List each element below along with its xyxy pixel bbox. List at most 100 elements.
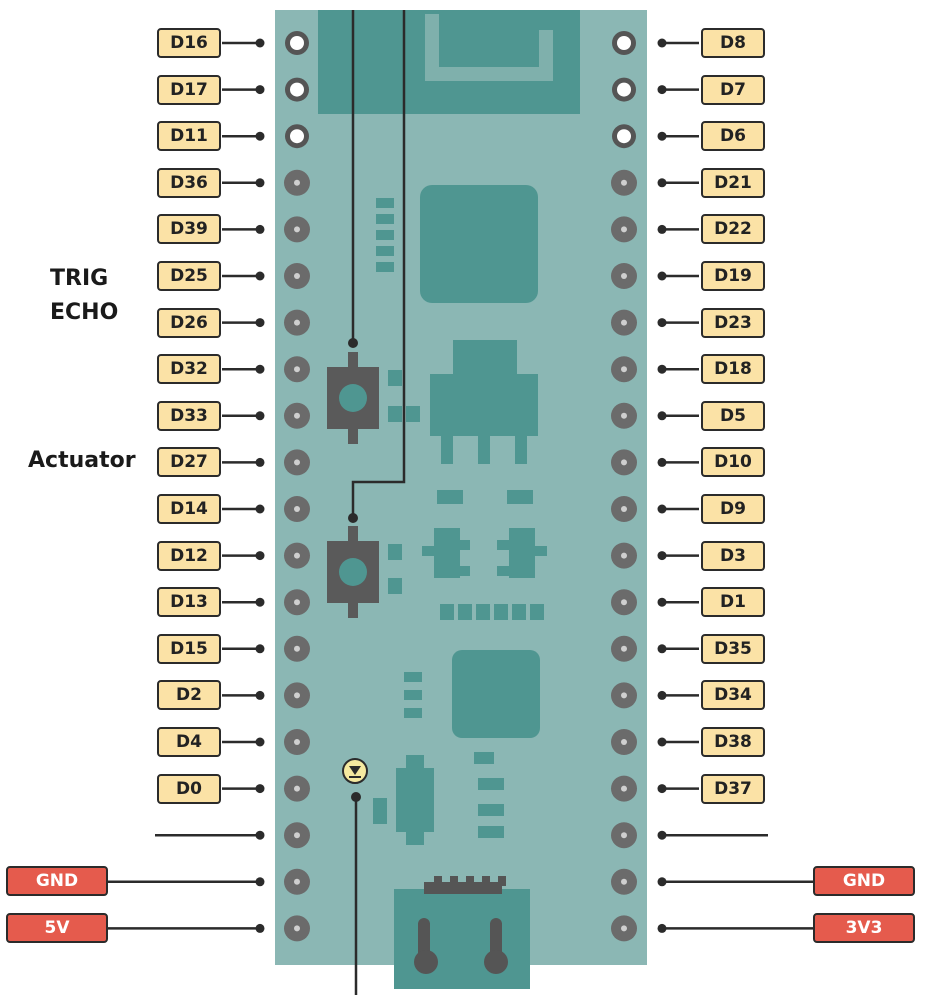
right-lead-dot bbox=[657, 877, 667, 887]
left-lead-dot bbox=[255, 551, 265, 561]
right-lead-dot bbox=[657, 85, 667, 95]
pin-leads bbox=[108, 38, 813, 933]
left-lead-dot bbox=[255, 457, 265, 467]
board bbox=[275, 10, 647, 965]
right-lead-dot bbox=[657, 271, 667, 281]
left-header-pin bbox=[284, 216, 310, 243]
left-header-pin bbox=[285, 124, 309, 149]
right-lead-dot bbox=[657, 597, 667, 607]
left-header-pin bbox=[284, 589, 310, 616]
left-lead-dot bbox=[255, 597, 265, 607]
right-header-pin bbox=[611, 449, 637, 476]
right-header-pin bbox=[611, 729, 637, 755]
left-pin-label: D2 bbox=[157, 680, 221, 711]
right-pin-label: D21 bbox=[701, 167, 765, 198]
left-header-pin bbox=[284, 635, 310, 662]
right-header-pin bbox=[611, 402, 637, 429]
right-lead-dot bbox=[657, 551, 667, 561]
right-pin-label: D19 bbox=[701, 261, 765, 291]
right-pin-label: D10 bbox=[701, 447, 765, 478]
left-lead-dot bbox=[255, 411, 265, 421]
right-lead-dot bbox=[657, 923, 667, 933]
right-pin-label: D8 bbox=[701, 28, 765, 58]
left-pin-label: D16 bbox=[157, 28, 221, 58]
left-lead-dot bbox=[255, 877, 265, 887]
right-pin-label: D35 bbox=[701, 633, 765, 664]
left-pin-label: D26 bbox=[157, 307, 221, 338]
left-gnd-label: GND bbox=[6, 866, 108, 896]
right-pin-label: D22 bbox=[701, 214, 765, 245]
main-chip bbox=[420, 185, 538, 303]
right-header-pin bbox=[611, 263, 637, 289]
left-header-pin bbox=[284, 915, 310, 942]
left-lead-dot bbox=[255, 923, 265, 933]
right-lead-dot bbox=[657, 131, 667, 141]
usb-chip bbox=[452, 650, 540, 738]
right-header-pin bbox=[611, 496, 637, 522]
right-header-pin bbox=[611, 356, 637, 383]
left-lead-dot bbox=[255, 318, 265, 328]
left-pin-label: D4 bbox=[157, 727, 221, 757]
right-pin-label: D9 bbox=[701, 494, 765, 524]
left-header-pin bbox=[284, 822, 310, 849]
left-lead-dot bbox=[255, 504, 265, 514]
left-5v-label: 5V bbox=[6, 913, 108, 943]
right-lead-dot bbox=[657, 504, 667, 514]
left-pin-label: D17 bbox=[157, 74, 221, 105]
left-header-pin bbox=[284, 729, 310, 755]
right-header-pin bbox=[611, 542, 637, 569]
right-lead-dot bbox=[657, 411, 667, 421]
left-pin-label: D12 bbox=[157, 540, 221, 571]
left-pin-label: D13 bbox=[157, 587, 221, 618]
left-lead-dot bbox=[255, 271, 265, 281]
left-lead-dot bbox=[255, 690, 265, 700]
right-header-pin bbox=[611, 216, 637, 243]
header-pins bbox=[284, 31, 637, 942]
left-header-pin bbox=[284, 169, 310, 196]
left-lead-dot bbox=[255, 38, 265, 48]
right-pin-label: D7 bbox=[701, 74, 765, 105]
led-icon bbox=[342, 758, 368, 784]
right-lead-dot bbox=[657, 690, 667, 700]
left-pin-label: D0 bbox=[157, 773, 221, 804]
left-lead-dot bbox=[255, 644, 265, 654]
left-header-pin bbox=[284, 496, 310, 522]
right-pin-label: D1 bbox=[701, 587, 765, 618]
right-lead-dot bbox=[657, 457, 667, 467]
smd-components bbox=[373, 198, 544, 838]
right-lead-dot bbox=[657, 364, 667, 374]
left-lead-dot bbox=[255, 224, 265, 234]
right-pin-label: D38 bbox=[701, 727, 765, 757]
right-lead-dot bbox=[657, 38, 667, 48]
voltage-regulator bbox=[430, 340, 538, 464]
left-header-pin bbox=[284, 868, 310, 895]
antenna-module bbox=[318, 10, 580, 114]
right-header-pin bbox=[612, 77, 636, 102]
right-header-pin bbox=[612, 124, 636, 149]
right-header-pin bbox=[611, 309, 637, 336]
right-pin-label: D23 bbox=[701, 307, 765, 338]
left-header-pin bbox=[284, 356, 310, 383]
left-header-pin bbox=[284, 542, 310, 569]
right-pin-label: D34 bbox=[701, 680, 765, 711]
left-lead-dot bbox=[255, 364, 265, 374]
right-pin-label: D3 bbox=[701, 540, 765, 571]
right-lead-dot bbox=[657, 224, 667, 234]
diode bbox=[396, 768, 434, 832]
button-top bbox=[327, 352, 379, 444]
left-header-pin bbox=[284, 775, 310, 802]
right-lead-dot bbox=[657, 737, 667, 747]
right-gnd-label: GND bbox=[813, 866, 915, 896]
left-header-pin bbox=[284, 263, 310, 289]
right-header-pin bbox=[611, 169, 637, 196]
left-pin-label: D27 bbox=[157, 447, 221, 478]
antenna-trace bbox=[425, 14, 553, 81]
left-header-pin bbox=[285, 77, 309, 102]
left-pin-label: D36 bbox=[157, 167, 221, 198]
right-header-pin bbox=[612, 31, 636, 55]
right-header-pin bbox=[611, 775, 637, 802]
right-pin-label: D18 bbox=[701, 354, 765, 385]
left-header-pin bbox=[285, 31, 309, 55]
right-pin-label: D37 bbox=[701, 773, 765, 804]
